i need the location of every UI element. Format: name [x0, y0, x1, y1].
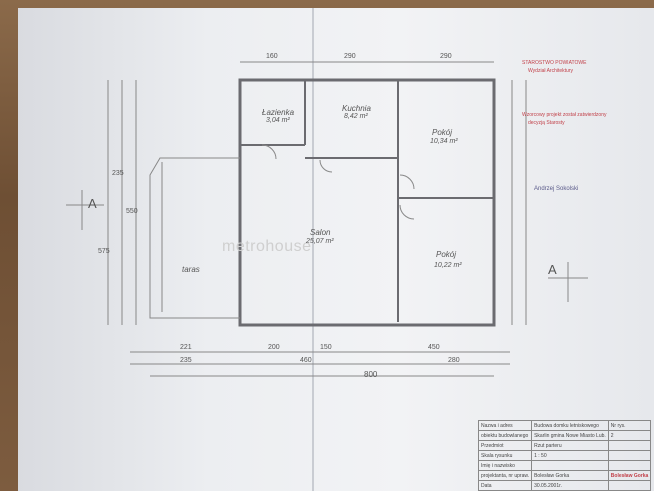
title-block-key: Imię i nazwisko — [477, 460, 533, 471]
stamp-department: Wydział Architektury — [528, 68, 573, 74]
dim-bottom-7: 280 — [448, 357, 460, 364]
designer-signature: Bolesław Gorka — [607, 470, 652, 481]
dim-bottom-4: 450 — [428, 344, 440, 351]
dim-bottom-total: 800 — [364, 370, 378, 379]
stamp-approval: Wzorcowy projekt został zatwierdzony — [522, 112, 607, 118]
dim-left-2: 550 — [126, 208, 138, 215]
watermark: metrohouse — [222, 238, 312, 255]
title-block-value: 30.05.2001r. — [531, 480, 609, 491]
title-block-value — [531, 460, 609, 471]
title-block-row: Imię i nazwisko — [477, 460, 652, 471]
dim-bottom-2: 200 — [268, 344, 280, 351]
stamp-office: STAROSTWO POWIATOWE — [522, 60, 587, 66]
title-block-value: Budowa domku letniskowego — [531, 420, 609, 431]
room-label-room1: Pokój — [432, 128, 453, 137]
dim-bottom-6: 460 — [300, 357, 312, 364]
section-mark-right: A — [548, 262, 557, 277]
room-label-terrace: taras — [182, 265, 200, 274]
room-label-bathroom: Łazienka — [262, 108, 295, 117]
dim-top-1: 160 — [266, 53, 278, 60]
door-arc — [319, 159, 333, 173]
dim-left-1: 235 — [112, 170, 124, 177]
door-arc — [399, 174, 415, 190]
room-area-kitchen: 8,42 m² — [344, 113, 368, 120]
terrace-outline — [149, 157, 240, 319]
room-label-room2: Pokój — [436, 250, 457, 259]
section-mark-left: A — [88, 196, 97, 211]
room-area-room1: 10,34 m² — [430, 138, 458, 145]
title-block-key: Nazwa i adres — [477, 420, 533, 431]
room-area-living: 25,07 m² — [306, 238, 334, 245]
title-block-key: Data — [477, 480, 533, 491]
room-area-room2: 10,22 m² — [434, 262, 462, 269]
door-arc — [261, 144, 277, 160]
stamp-decision: decyzją Starosty — [528, 120, 565, 126]
dim-left-3: 575 — [98, 248, 110, 255]
title-block-key: Przedmiot — [477, 440, 533, 451]
door-arc — [399, 204, 415, 220]
outer-wall — [238, 78, 496, 327]
title-block-key: projektanta, nr upraw. — [477, 470, 533, 481]
dim-bottom-1: 221 — [180, 344, 192, 351]
room-area-bathroom: 3,04 m² — [266, 117, 290, 124]
title-block-key: Skala rysunku — [477, 450, 533, 461]
room-label-living: Salon — [310, 228, 331, 237]
stamp-signature: Andrzej Sokolski — [534, 186, 579, 192]
room-label-kitchen: Kuchnia — [342, 104, 371, 113]
title-block-value: Skarlin gmina Nowe Miasto Lub. — [531, 430, 609, 441]
dim-bottom-3: 150 — [320, 344, 332, 351]
title-block-value: Bolesław Gorka — [531, 470, 609, 481]
title-block-key: obiektu budowlanego — [477, 430, 533, 441]
dim-top-2: 290 — [344, 53, 356, 60]
title-block-value: 1 : 50 — [531, 450, 609, 461]
sheet-label: Nr rys. — [607, 420, 652, 431]
sheet-number: 2 — [607, 430, 652, 441]
dim-top-3: 290 — [440, 53, 452, 60]
sheet-fold-line — [312, 8, 314, 491]
blueprint-sheet — [18, 8, 654, 491]
dim-bottom-5: 235 — [180, 357, 192, 364]
title-block-value: Rzut parteru — [531, 440, 609, 451]
